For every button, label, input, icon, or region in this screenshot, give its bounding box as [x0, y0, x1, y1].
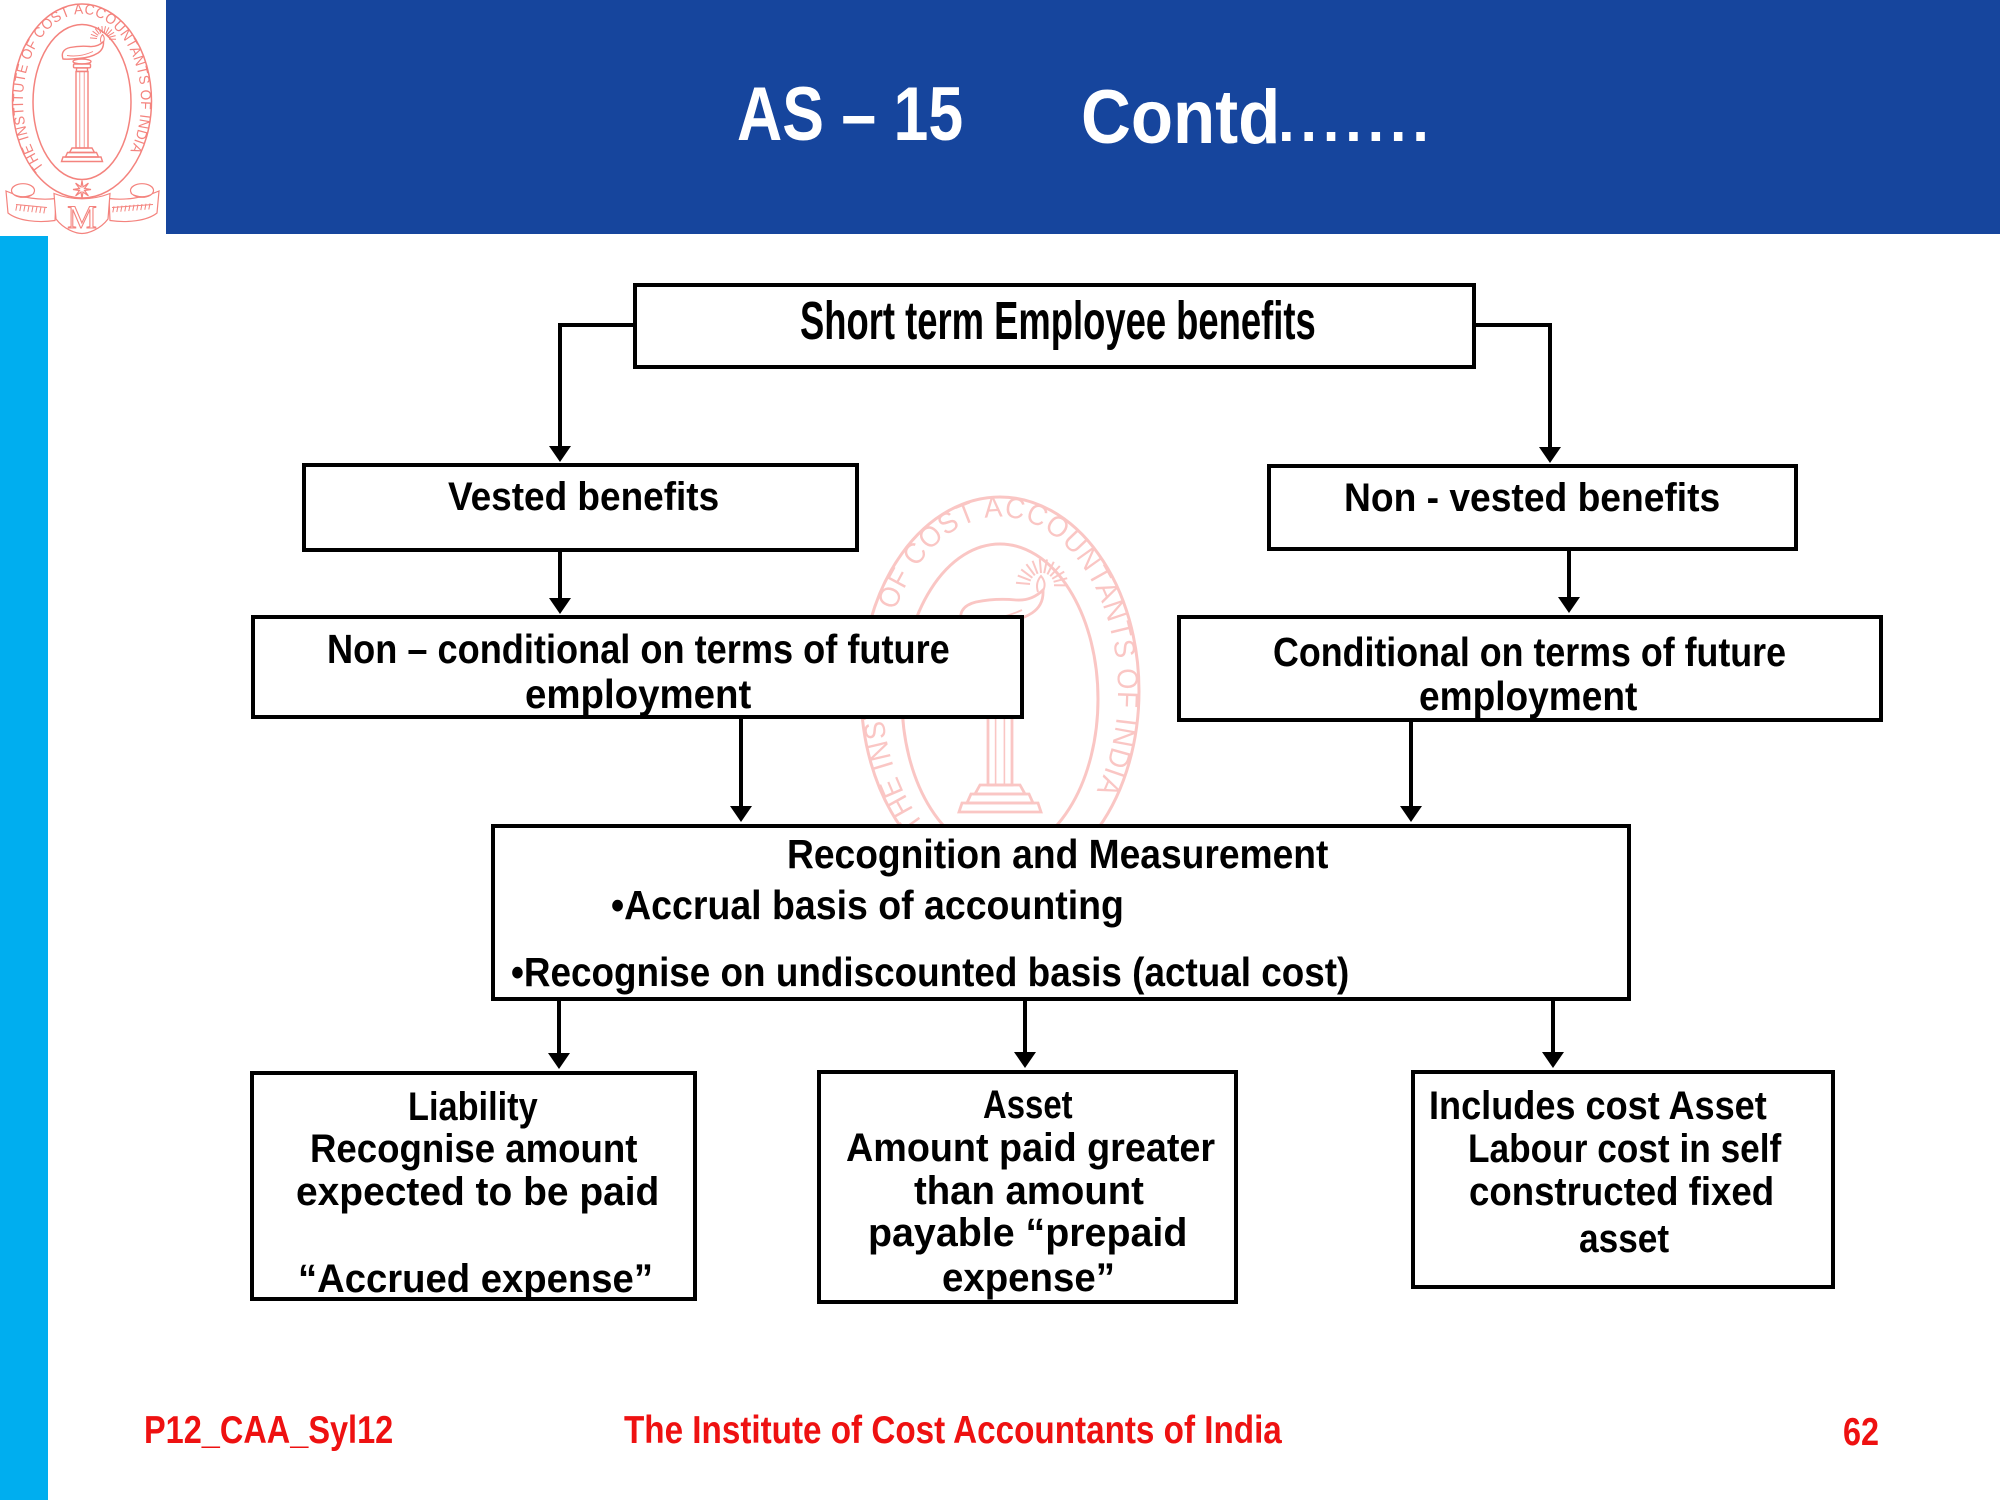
svg-text:THE INSTITUTE OF COST ACCOUNTA: THE INSTITUTE OF COST ACCOUNTANTS OF IND…	[11, 2, 153, 175]
svg-text:M: M	[67, 200, 96, 236]
